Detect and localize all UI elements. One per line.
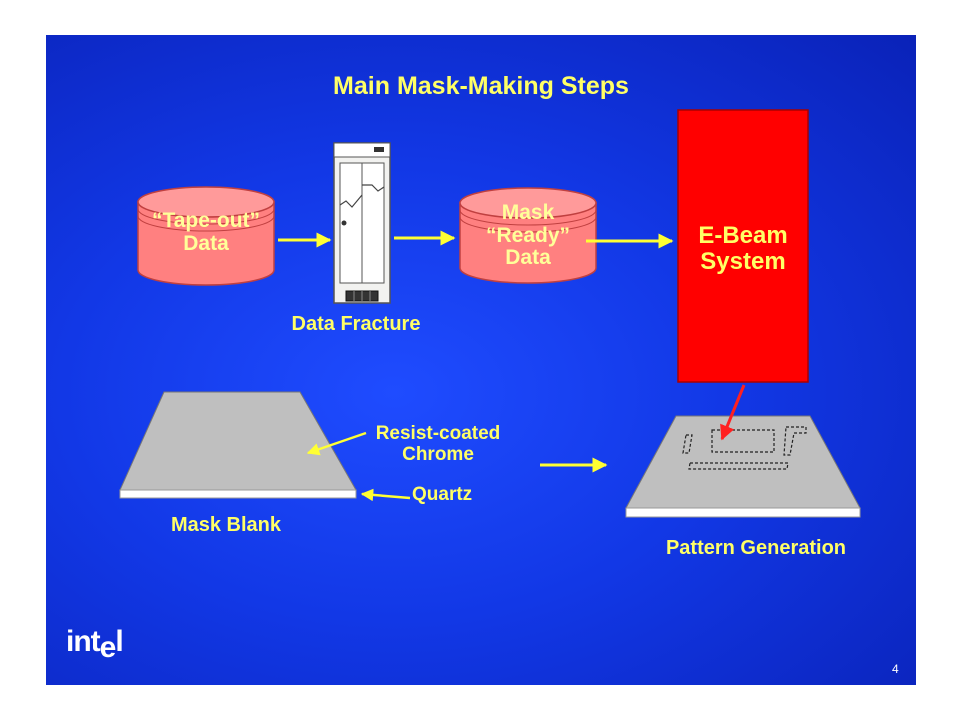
mask-blank-label: Mask Blank — [170, 514, 282, 536]
tapeout-line1: “Tape-out” — [151, 209, 261, 232]
intel-logo: intel — [66, 625, 124, 664]
ebeam-line1: E-Beam — [698, 222, 788, 249]
logo-part-l: l — [115, 625, 123, 658]
ready-line1: Mask — [501, 201, 555, 224]
pattern-generation-plate — [625, 415, 861, 518]
mask-ready-data-cylinder — [459, 187, 597, 284]
logo-part-a: int — [66, 625, 101, 658]
tapeout-data-cylinder — [137, 186, 275, 286]
slide-title: Main Mask-Making Steps — [333, 72, 629, 100]
page-number: 4 — [892, 662, 899, 676]
ready-line2: “Ready” — [485, 223, 571, 247]
resist-line1: Resist-coated — [375, 423, 501, 444]
ebeam-system-label: E-Beam System — [678, 223, 808, 275]
arrow-quartz-pointer — [360, 488, 411, 502]
ebeam-line2: System — [700, 247, 786, 275]
mask-blank-plate — [119, 391, 357, 499]
mask-ready-data-label: Mask “Ready” Data — [458, 201, 598, 270]
electron-beam-arrow — [720, 384, 746, 441]
resist-coated-chrome-label: Resist-coated Chrome — [358, 423, 518, 465]
pattern-generation-label: Pattern Generation — [665, 537, 847, 559]
resist-line2: Chrome — [402, 443, 474, 465]
server-tower-icon — [333, 142, 391, 304]
ready-line3: Data — [505, 246, 551, 270]
data-fracture-label: Data Fracture — [291, 313, 421, 335]
slide-background: Main Mask-Making Steps “Tape-out” Data M… — [46, 35, 916, 685]
tapeout-data-label: “Tape-out” Data — [136, 209, 276, 255]
ebeam-system-box — [677, 109, 809, 383]
quartz-label: Quartz — [412, 484, 473, 505]
arrow-resist-pointer — [306, 431, 367, 456]
diagram-canvas — [119, 109, 861, 518]
tapeout-line2: Data — [183, 231, 229, 255]
logo-part-e: e — [99, 631, 117, 664]
